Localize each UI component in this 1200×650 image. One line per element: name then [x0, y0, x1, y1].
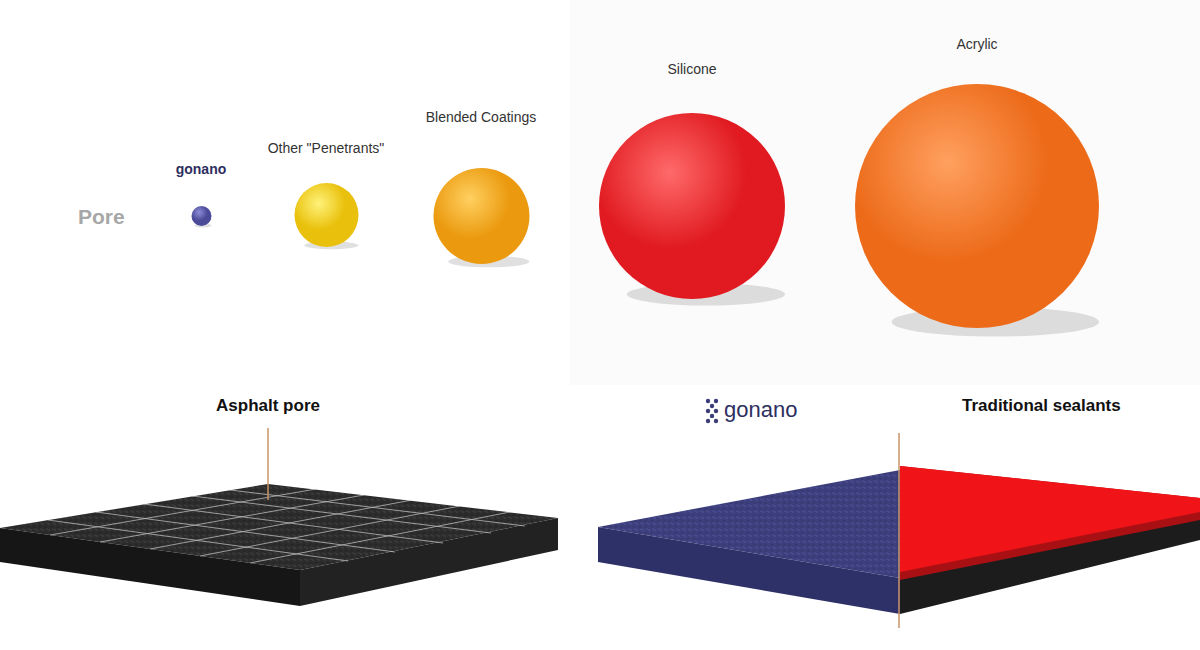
pore-label: Pore	[78, 204, 125, 229]
sphere-label: Other "Penetrants"	[262, 139, 391, 157]
sphere	[847, 35, 1107, 344]
sphere-label: Blended Coatings	[420, 108, 543, 126]
coated-slab	[598, 433, 1200, 628]
sphere-node: Silicone	[591, 60, 793, 315]
sphere-node: Acrylic	[847, 35, 1107, 344]
asphalt-slab	[0, 428, 558, 606]
sphere-node: Other "Penetrants"	[262, 139, 391, 263]
sphere	[420, 108, 543, 280]
logo-mark	[706, 399, 718, 423]
sphere	[262, 139, 391, 263]
sphere	[591, 60, 793, 315]
sphere-node: gonano	[170, 160, 233, 242]
sphere-label: gonano	[170, 160, 233, 178]
sphere-label: Silicone	[591, 60, 793, 78]
section-heading: Asphalt pore	[216, 395, 320, 416]
sphere-label: Acrylic	[847, 35, 1107, 53]
section-heading: Traditional sealants	[962, 395, 1121, 416]
background-panel	[570, 0, 1200, 385]
brand-label: gonano	[724, 397, 797, 423]
sphere-node: Blended Coatings	[420, 108, 543, 280]
